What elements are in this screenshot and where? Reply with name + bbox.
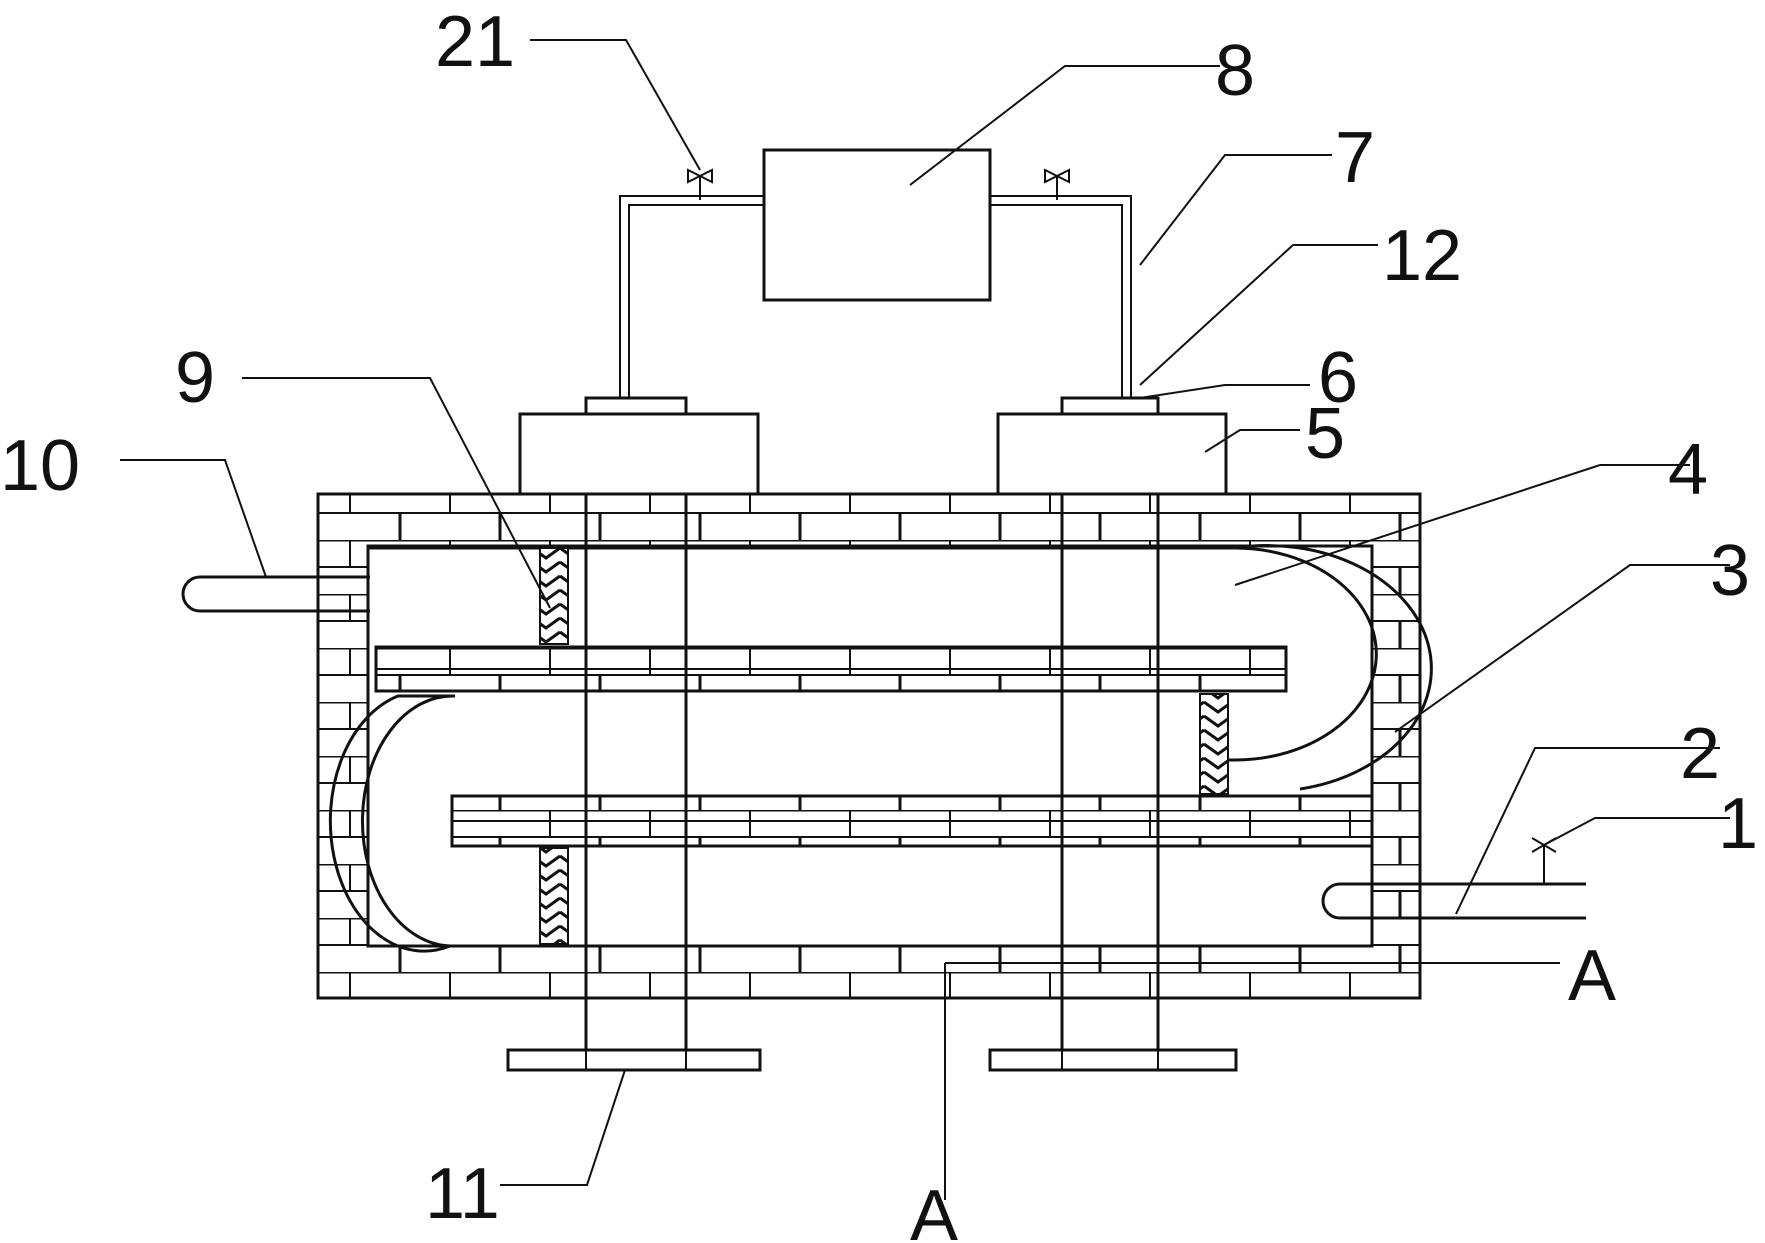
- valve-right: [1044, 168, 1070, 200]
- label-A-bottom: A: [910, 1176, 958, 1243]
- flange-5-right: [996, 412, 1228, 496]
- label-9: 9: [175, 338, 215, 418]
- foot-11-left: [506, 1048, 762, 1072]
- label-5: 5: [1305, 394, 1345, 474]
- label-4: 4: [1668, 430, 1708, 510]
- hatch-9-mid: [1199, 693, 1229, 795]
- box-8: [762, 148, 992, 302]
- label-2: 2: [1680, 714, 1720, 794]
- label-A-right: A: [1568, 936, 1616, 1016]
- hatch-9-top: [539, 547, 569, 645]
- pipe-10: [181, 575, 370, 613]
- pipe-7: [619, 195, 1132, 398]
- label-7: 7: [1335, 118, 1375, 198]
- label-21: 21: [435, 2, 515, 82]
- label-3: 3: [1710, 531, 1750, 611]
- flange-5-left: [518, 412, 760, 496]
- housing-3: [316, 492, 1422, 1000]
- cap-6-left: [584, 396, 688, 416]
- baffle-upper: [374, 645, 1288, 693]
- label-1: 1: [1718, 784, 1758, 864]
- label-11: 11: [425, 1154, 500, 1234]
- shaft-left: [584, 494, 688, 1050]
- cap-6-right: [1060, 396, 1160, 416]
- label-10: 10: [0, 426, 80, 506]
- foot-11-right: [988, 1048, 1238, 1072]
- label-8: 8: [1215, 31, 1255, 111]
- hatch-9-bottom: [539, 847, 569, 945]
- serpentine-tube-4: [328, 544, 1433, 953]
- leader-lines: [120, 39, 1730, 1200]
- valve-left: [687, 168, 713, 200]
- label-6: 6: [1318, 338, 1358, 418]
- baffle-lower: [450, 794, 1374, 848]
- shaft-right: [1060, 494, 1160, 1050]
- label-12: 12: [1382, 216, 1462, 296]
